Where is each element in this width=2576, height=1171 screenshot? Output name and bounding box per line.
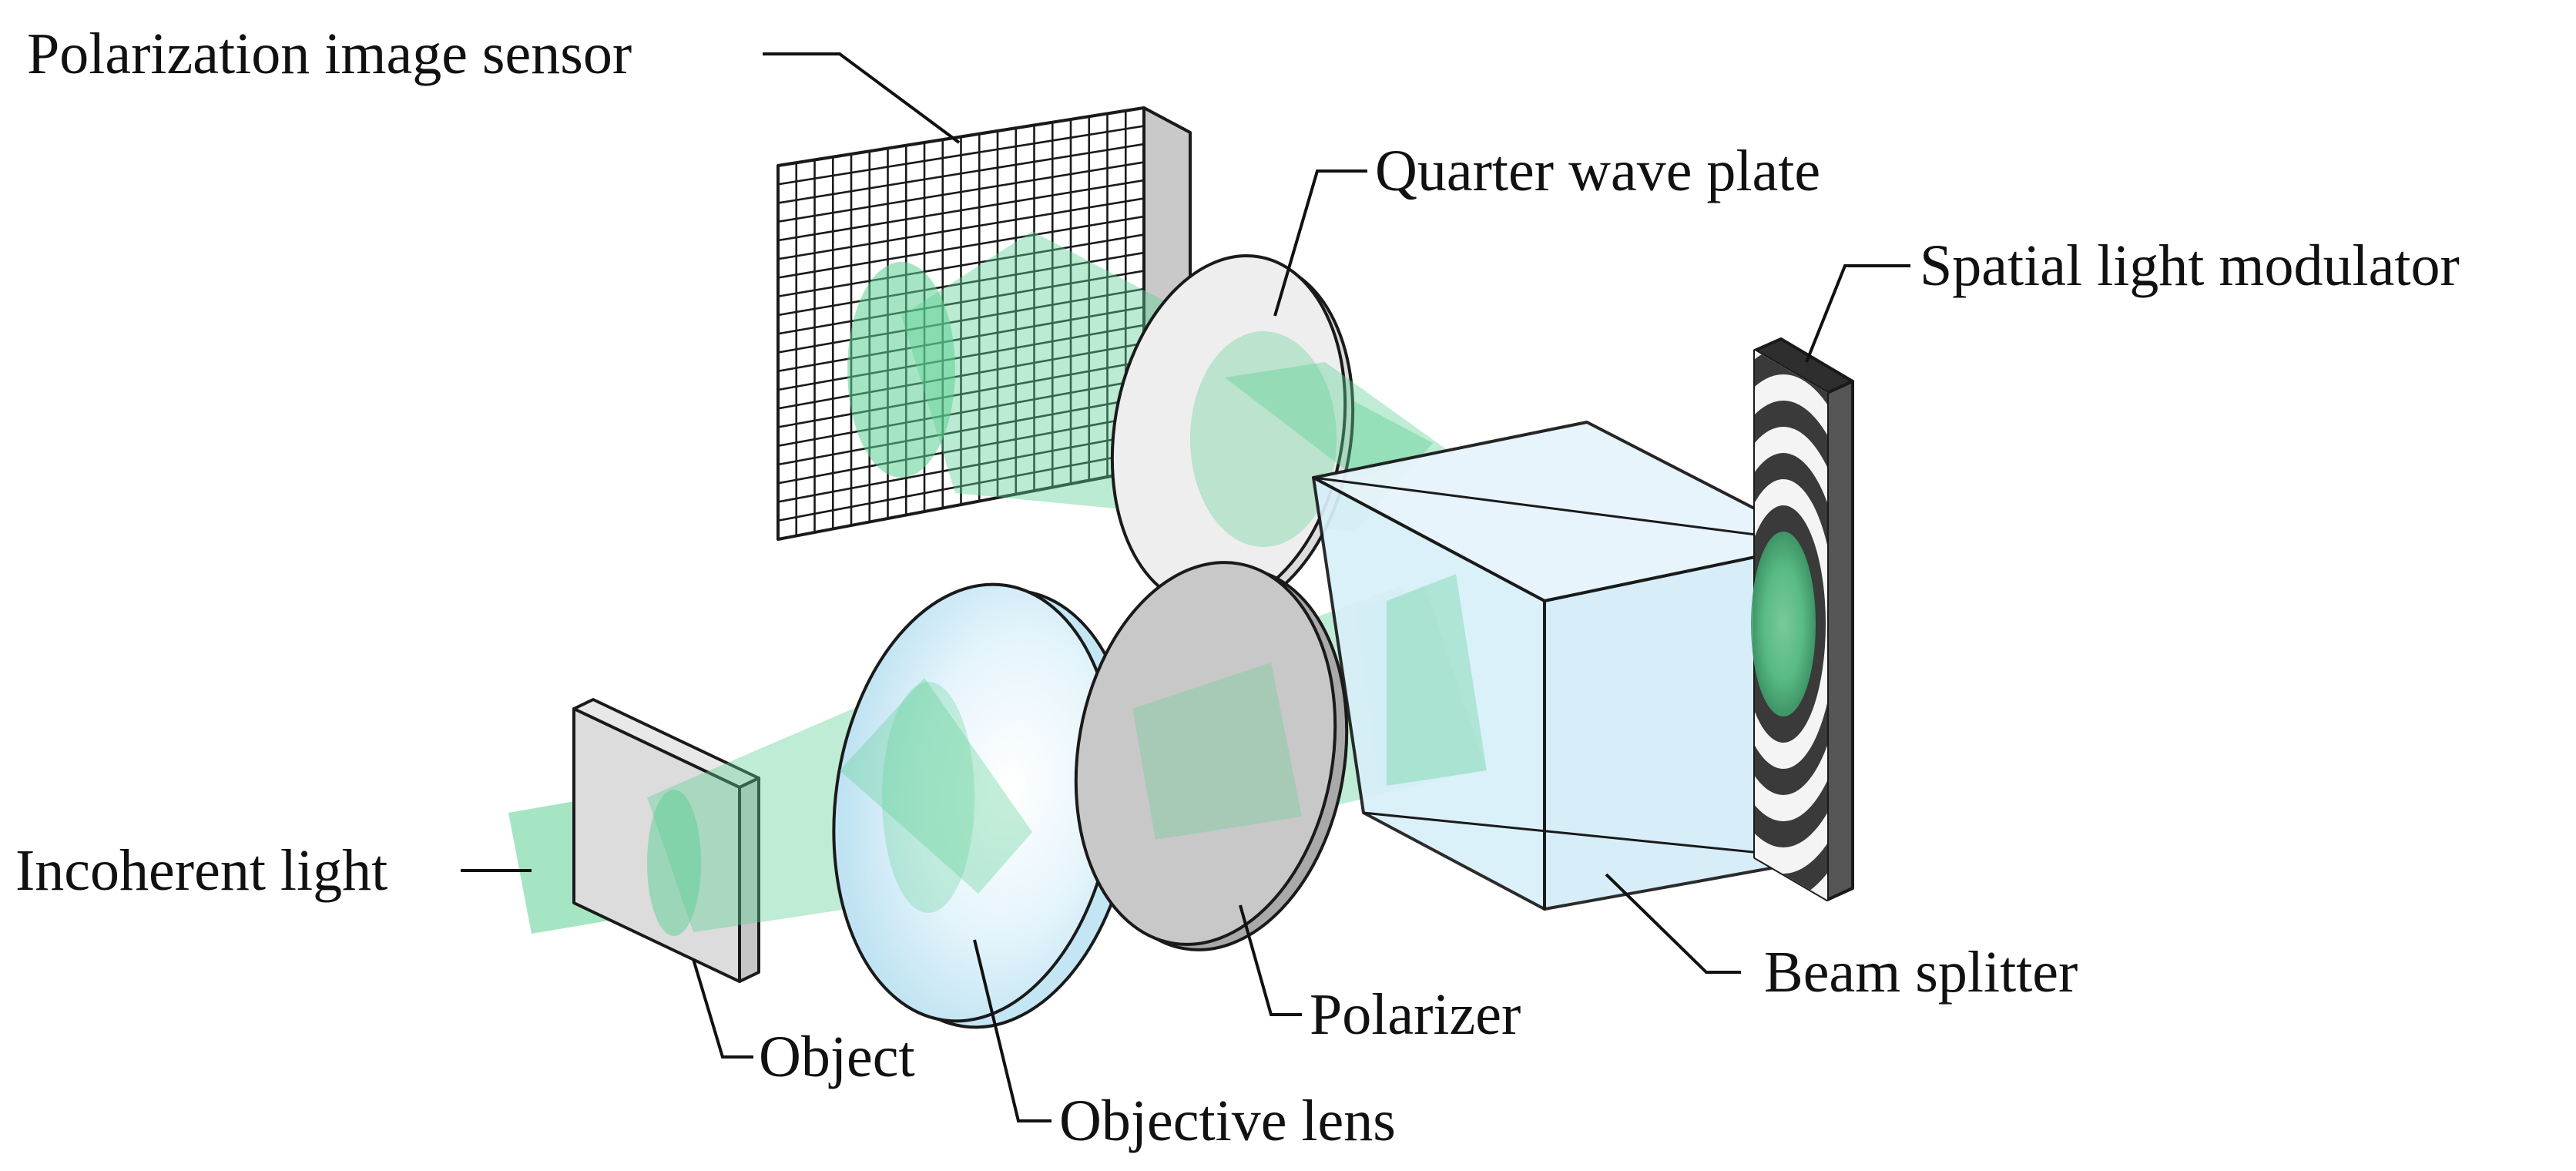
sensor-grid-line — [778, 396, 1144, 466]
quarter-wave-plate — [1110, 254, 1448, 615]
slm-beam-spot — [1751, 532, 1816, 716]
beam-in-lens — [840, 678, 1032, 894]
sensor-grid-line — [778, 342, 1144, 410]
leader-lines — [461, 52, 1910, 1122]
label-object: Object — [759, 1025, 915, 1089]
sensor-grid-line — [778, 215, 1144, 279]
slm-side — [1826, 380, 1854, 901]
leader-beam-splitter — [1605, 873, 1741, 974]
sensor-grid-line — [778, 360, 1144, 428]
label-beam-splitter: Beam splitter — [1764, 940, 2078, 1005]
objective-lens — [832, 582, 1136, 1029]
spatial-light-modulator — [1751, 337, 1854, 901]
leader-objective-lens — [973, 939, 1052, 1122]
sensor-grid-line — [778, 125, 1144, 186]
sensor-grid-line — [778, 306, 1144, 373]
leader-object — [692, 958, 753, 1059]
label-spatial-light-modulator: Spatial light modulator — [1920, 233, 2460, 298]
sensor-grid-line — [778, 197, 1144, 260]
beam-splitter — [1312, 421, 1823, 911]
beam-spot-on-sensor — [847, 262, 955, 478]
sensor-grid-line — [778, 179, 1144, 242]
polarizer-face — [1074, 561, 1337, 946]
sensor-grid-line — [778, 432, 1144, 503]
sensor-grid-line — [778, 233, 1144, 298]
sensor-grid-line — [778, 451, 1144, 522]
label-objective-lens: Objective lens — [1059, 1089, 1396, 1153]
beam-splitter-diagonal-top — [1313, 476, 1823, 545]
sensor-grid-line — [778, 378, 1144, 448]
label-quarter-wave-plate: Quarter wave plate — [1375, 139, 1820, 203]
sensor-grid-line — [778, 161, 1144, 223]
leader-slm — [1805, 264, 1910, 363]
sensor-grid-line — [778, 251, 1144, 317]
beam-through-quarter-wave-plate — [1225, 362, 1448, 478]
sensor-grid-line — [778, 270, 1144, 335]
sensor-grid-line — [778, 324, 1144, 391]
label-polarization-image-sensor: Polarization image sensor — [27, 22, 632, 86]
sensor-grid-line — [778, 287, 1144, 354]
leader-polarizer — [1239, 904, 1302, 1016]
label-incoherent-light: Incoherent light — [15, 838, 387, 903]
sensor-grid-line — [778, 143, 1144, 204]
label-polarizer: Polarizer — [1310, 982, 1521, 1047]
sensor-grid-line — [778, 414, 1144, 485]
leader-sensor — [763, 52, 961, 144]
leader-quarter-wave-plate — [1273, 169, 1367, 317]
polarizer — [1074, 561, 1349, 951]
beam-splitter-diagonal-bottom — [1363, 811, 1823, 861]
